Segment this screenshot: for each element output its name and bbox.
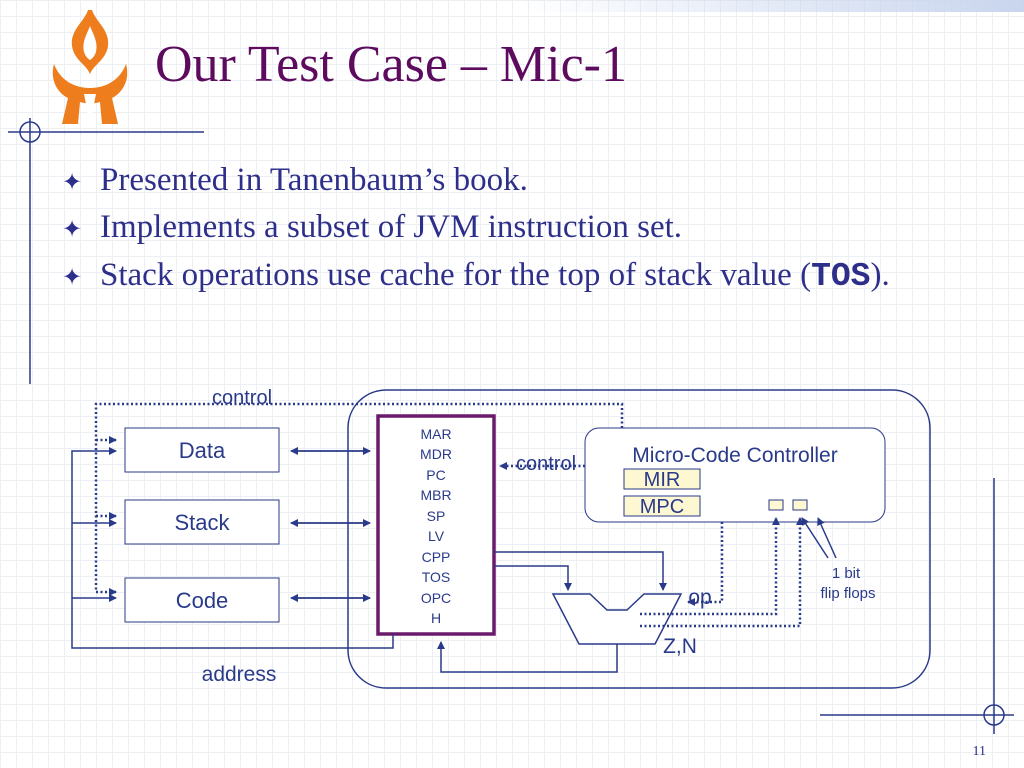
university-logo	[52, 10, 128, 124]
bullet-item: ✦ Presented in Tanenbaum’s book.	[62, 160, 962, 201]
zn-to-flipflop-1	[640, 517, 780, 616]
bullet-text-1: Presented in Tanenbaum’s book.	[100, 162, 528, 198]
flip-flop-2	[792, 499, 808, 511]
top-decor-band	[520, 0, 1024, 12]
register-opc: OPC	[421, 590, 451, 606]
bullet-text-3: Stack operations use cache for the top o…	[100, 256, 812, 293]
register-lv: LV	[428, 528, 445, 544]
register-mbr: MBR	[420, 487, 451, 503]
controller-title: Micro-Code Controller	[632, 444, 837, 467]
page-number: 11	[972, 744, 986, 759]
flipflops-label-line1: 1 bit	[832, 565, 861, 582]
bullet-text-3-end: ).	[870, 256, 890, 293]
mpc-label: MPC	[640, 496, 684, 518]
slide-title: Our Test Case – Mic-1	[155, 36, 627, 93]
control-mid-label: control	[516, 453, 576, 475]
register-mar: MAR	[420, 426, 451, 442]
address-bus-data	[71, 447, 394, 649]
flipflop-callout-1	[801, 517, 829, 559]
flipflop-callout-2	[817, 517, 837, 559]
stack-memory-box	[124, 499, 280, 545]
bullet-item: ✦ Implements a subset of JVM instruction…	[62, 207, 962, 248]
bullet-item: ✦ Stack operations use cache for the top…	[62, 255, 962, 297]
register-pc: PC	[426, 467, 445, 483]
mir-label: MIR	[644, 469, 681, 491]
register-h: H	[431, 610, 441, 626]
register-mdr: MDR	[420, 446, 452, 462]
register-sp: SP	[427, 508, 446, 524]
flipflops-label-line2: flip flops	[820, 585, 875, 602]
flip-flop-1	[768, 499, 784, 511]
op-label: op	[688, 586, 711, 609]
alu-to-h-feedback	[437, 641, 618, 673]
bullet-list: ✦ Presented in Tanenbaum’s book. ✦ Imple…	[62, 160, 962, 303]
code-memory-label: Code	[176, 588, 229, 613]
cpu-container	[347, 389, 931, 689]
alu	[551, 593, 683, 645]
four-point-star-icon: ✦	[62, 217, 83, 244]
bullet-text-3-wrapper: Stack operations use cache for the top o…	[100, 255, 962, 297]
data-memory-label: Data	[179, 438, 226, 463]
crosshair-decor-bottom	[983, 704, 1005, 726]
zn-label: Z,N	[663, 635, 697, 658]
register-file	[376, 414, 496, 636]
register-cpp: CPP	[422, 549, 451, 565]
control-line-memory	[94, 402, 624, 596]
register-to-alu-left	[494, 565, 572, 591]
code-memory-box	[124, 577, 280, 623]
four-point-star-icon: ✦	[62, 170, 83, 196]
tos-code: TOS	[811, 257, 871, 295]
stack-memory-label: Stack	[174, 510, 230, 535]
bullet-text-2: Implements a subset of JVM instruction s…	[100, 209, 683, 246]
data-memory-box	[124, 427, 280, 473]
mir-register	[623, 468, 701, 490]
register-to-alu-right	[494, 551, 667, 591]
four-point-star-icon: ✦	[62, 264, 83, 291]
mpc-register	[623, 495, 701, 517]
register-tos: TOS	[422, 569, 451, 585]
control-top-label: control	[212, 387, 272, 409]
address-label: address	[202, 663, 277, 686]
